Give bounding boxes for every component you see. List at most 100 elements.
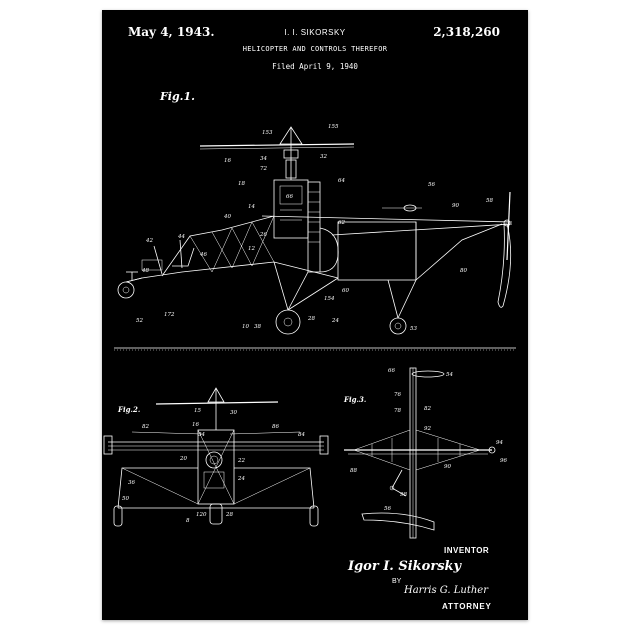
- fig3-reference-numerals: 66 54 76 82 78 92 94 96 88 90 98 56: [350, 368, 507, 512]
- fig2-right-strut: [234, 467, 315, 509]
- fig3-num-96: 96: [500, 458, 507, 464]
- fig3-num-66: 66: [388, 368, 395, 374]
- fig2-center-wheel: [209, 503, 223, 525]
- fig1-num-153: 153: [262, 130, 273, 136]
- fig2-num-34: 34: [198, 432, 205, 438]
- fig1-num-28: 28: [307, 316, 315, 322]
- fig2-seat: [203, 471, 225, 489]
- fig1-num-80: 80: [460, 268, 467, 274]
- fig1-num-60: 60: [342, 288, 349, 294]
- fig3-num-56: 56: [384, 506, 391, 512]
- fig1-num-62: 62: [338, 220, 345, 226]
- fig2-num-84: 84: [298, 432, 305, 438]
- fig1-tail-brace: [415, 223, 503, 281]
- fig1-pilot-seat: [172, 247, 195, 267]
- fig2-left-wheel: [113, 505, 123, 527]
- fig1-num-53: 53: [410, 326, 417, 332]
- fig1-tail-rotor-blade-lower: [497, 223, 512, 308]
- fig2-num-50: 50: [122, 496, 129, 502]
- fig2-reference-numerals: 15 30 16 34 82 86 22 20 36 24 120 8 50 2…: [122, 408, 305, 524]
- fig3-upper-rotor: [411, 370, 445, 378]
- fig1-num-24: 24: [331, 318, 339, 324]
- fig3-label: Fig.3.: [343, 395, 366, 404]
- fig1-lower-longeron: [125, 261, 339, 283]
- fig2-num-36: 36: [128, 480, 135, 486]
- fig2-right-wheel: [309, 505, 319, 527]
- fig2-num-24: 24: [237, 476, 245, 482]
- fig1-reference-numerals: 153 155 32 34 72 16 18 64 66 56 90 58 40…: [136, 124, 493, 332]
- fig2-num-15: 15: [194, 408, 201, 414]
- fig3-tail-skid: [361, 512, 435, 531]
- patent-drawing: Fig.1.: [103, 90, 516, 539]
- fig2-right-rotor-housing: [319, 435, 329, 455]
- fig2-label: Fig.2.: [117, 405, 140, 414]
- fig1-tail-rotor-hub: [503, 219, 511, 227]
- attorney-label: ATTORNEY: [442, 602, 492, 611]
- fig1-num-12: 12: [248, 246, 255, 252]
- fig2-num-8: 8: [186, 518, 190, 524]
- fig1-label: Fig.1.: [159, 90, 195, 103]
- fig1-gearbox: [279, 185, 303, 205]
- fig1-pitch-lever: [179, 239, 183, 269]
- fig1-num-38: 38: [254, 324, 261, 330]
- fig1-num-66: 66: [286, 194, 293, 200]
- fig1-swashplate: [283, 149, 299, 159]
- fig2-num-16: 16: [192, 422, 199, 428]
- fig3-num-82: 82: [424, 406, 431, 412]
- fig2-left-rotor-housing: [103, 435, 113, 455]
- patent-date: May 4, 1943.: [128, 25, 215, 39]
- fig1-num-34: 34: [260, 156, 267, 162]
- fig1-upper-frame: [161, 215, 275, 277]
- fig1-num-56: 56: [428, 182, 435, 188]
- patent-number: 2,318,260: [433, 25, 500, 39]
- fig2-num-20: 20: [179, 456, 187, 462]
- fig3-num-88: 88: [350, 468, 357, 474]
- fig1-nose-wheel: [117, 281, 135, 299]
- fig2-engine: [205, 451, 223, 469]
- fig1-tail-boom-lower: [331, 223, 513, 236]
- by-label: BY: [392, 578, 402, 585]
- fig1-num-32: 32: [320, 154, 327, 160]
- fig2-num-120: 120: [196, 512, 207, 518]
- fig1-num-172: 172: [164, 312, 175, 318]
- fig1-num-18: 18: [238, 181, 245, 187]
- fig2-num-30: 30: [230, 410, 237, 416]
- fig3-beam-hub: [488, 446, 496, 454]
- patent-filed-date: Filed April 9, 1940: [272, 62, 358, 71]
- fig1-num-42: 42: [145, 238, 153, 244]
- fig1-rotor-blade-edge: [199, 146, 355, 150]
- fig2-num-82: 82: [142, 424, 149, 430]
- fig1-num-26: 26: [259, 232, 267, 238]
- fig3-num-76: 76: [394, 392, 401, 398]
- fig1-num-44: 44: [177, 234, 185, 240]
- fig1-num-64: 64: [338, 178, 345, 184]
- fig1-transmission: [273, 179, 309, 239]
- fig3-num-78: 78: [394, 408, 401, 414]
- fig1-main-wheel: [275, 309, 301, 335]
- fig1-num-46: 46: [199, 252, 207, 258]
- fig1-num-52: 52: [136, 318, 143, 324]
- attorney-signature: Harris G. Luther: [404, 585, 488, 596]
- fig1-num-154: 154: [324, 296, 335, 302]
- fig3-num-98: 98: [400, 492, 407, 498]
- fig1-num-40: 40: [223, 214, 231, 220]
- fig1-rotor-blade: [199, 143, 355, 147]
- fig1-num-90: 90: [452, 203, 459, 209]
- fig1-num-58: 58: [486, 198, 493, 204]
- figure-3-tail-detail: Fig.3. 66 54: [343, 367, 507, 539]
- fig2-num-86: 86: [272, 424, 279, 430]
- fig1-mast-housing: [285, 159, 297, 179]
- fig1-engine-block: [307, 181, 321, 273]
- fig2-left-strut: [117, 467, 198, 509]
- fig3-control-linkage: [391, 469, 407, 497]
- figure-2-front-view: Fig.2.: [103, 387, 329, 527]
- fig1-num-14: 14: [248, 204, 255, 210]
- fig1-num-155: 155: [328, 124, 339, 130]
- fig3-num-90: 90: [444, 464, 451, 470]
- patent-title: HELICOPTER AND CONTROLS THEREFOR: [242, 45, 388, 53]
- patent-inventor-header: I. I. SIKORSKY: [284, 28, 346, 37]
- fig1-tail-boom-top: [261, 215, 513, 223]
- fig3-num-94: 94: [496, 440, 503, 446]
- fig1-num-16: 16: [224, 158, 231, 164]
- inventor-label: INVENTOR: [444, 546, 490, 555]
